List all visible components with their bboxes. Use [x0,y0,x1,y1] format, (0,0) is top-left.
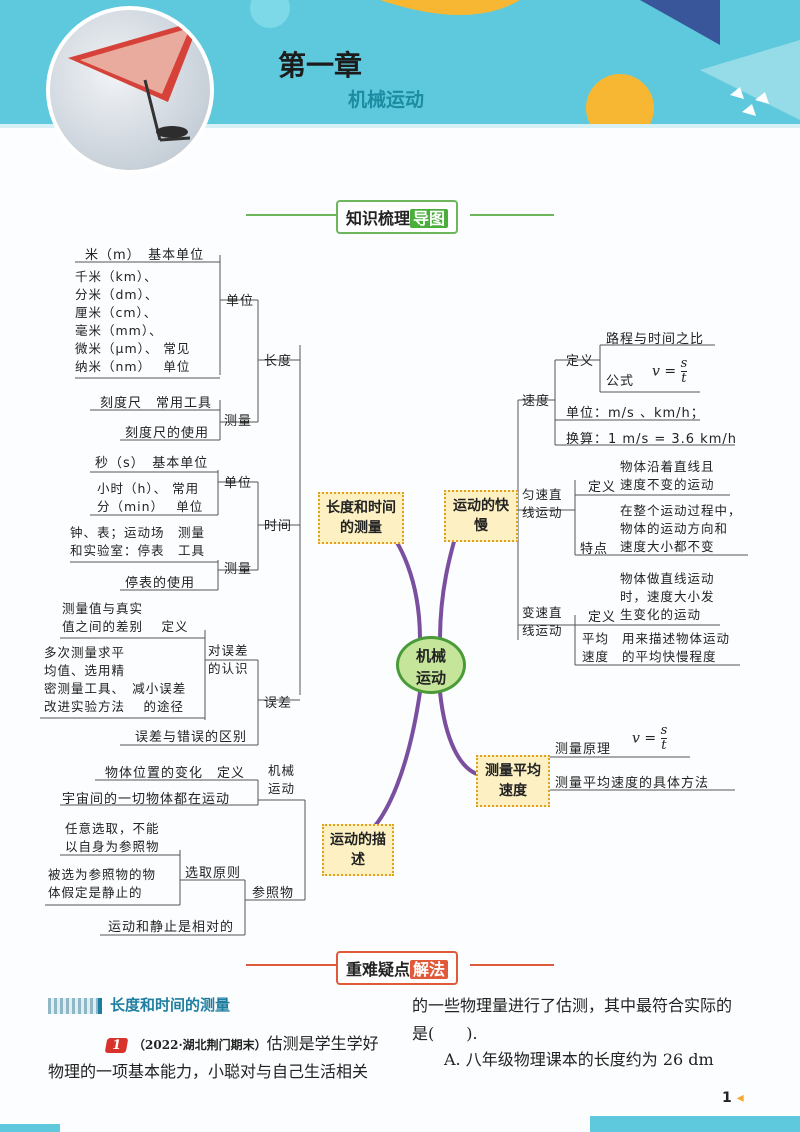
formula-s: s [681,357,688,372]
question-source: （2022·湖北荆门期末） [133,1038,267,1052]
formula-v: v [652,364,660,380]
section-title-difficulties: 重难疑点解法 [336,951,458,985]
label-error: 误差 [264,692,292,711]
error-definition: 测量值与真实 值之间的差别 定义 [62,600,188,636]
measure-principle: 测量原理 [555,738,611,757]
formula-t: t [681,372,688,386]
motion-universal: 宇宙间的一切物体都在运动 [62,788,230,807]
reference-static: 被选为参照物的物 体假定是静止的 [48,866,156,902]
label-mechanical-motion: 机械 运动 [268,762,295,798]
question-1-option-a: A. 八年级物理课本的长度约为 26 dm [444,1046,714,1070]
label-time-measure: 测量 [224,558,252,577]
length-usage: 刻度尺的使用 [125,422,209,441]
error-diff: 误差与错误的区别 [135,726,247,745]
error-reduce: 多次测量求平 均值、选用精 密测量工具、 减小误差 改进实验方法 的途径 [44,644,186,716]
time-tools: 钟、表；运动场 测量 和实验室：停表 工具 [70,524,205,560]
question-1-line1: 1（2022·湖北荆门期末）估测是学生学好 [106,1030,379,1054]
question-number: 1 [105,1038,129,1053]
question-1-line4: 是( ). [412,1020,478,1044]
label-speed: 速度 [522,390,550,409]
speed-convert: 换算：1 m/s = 3.6 km/h [566,428,737,447]
variable-def-label: 定义 [588,606,616,625]
node-measure-speed: 测量平均速度 [476,755,550,807]
uniform-feature-label: 特点 [580,538,608,557]
length-common-units: 千米（km）、 分米（dm）、 厘米（cm）、 毫米（mm）、 微米（μm）、 … [75,268,190,376]
speed-formula-label: 公式 [606,370,634,389]
reference-selection: 选取原则 [185,862,241,881]
label-time-unit: 单位 [224,472,252,491]
label-time: 时间 [264,515,292,534]
footer-bar [590,1116,800,1132]
question-1-line3: 的一些物理量进行了估测，其中最符合实际的 [412,992,732,1016]
label-length-unit: 单位 [226,290,254,309]
section2-rule-right [470,964,554,966]
speed-def-text: 路程与时间之比 [606,328,704,347]
label-length-measure: 测量 [224,410,252,429]
uniform-def-label: 定义 [588,476,616,495]
length-base-unit: 米（m） 基本单位 [85,244,204,263]
footer-bar-left [0,1124,60,1132]
question-1-line2: 物理的一项基本能力，小聪对与自己生活相关 [48,1058,368,1082]
measure-method: 测量平均速度的具体方法 [555,772,709,791]
uniform-def-text: 物体沿着直线且 速度不变的运动 [620,458,715,494]
node-speed: 运动的快慢 [444,490,518,542]
subsection-heading: 长度和时间的测量 [48,994,230,1015]
label-variable-motion: 变速直 线运动 [522,604,563,640]
mindmap-center-node: 机械运动 [396,636,466,694]
motion-relative: 运动和静止是相对的 [108,916,234,935]
label-reference: 参照物 [252,882,294,901]
page-number: 1 ◂ [722,1090,744,1106]
reference-arbitrary: 任意选取，不能 以自身为参照物 [65,820,160,856]
motion-definition: 物体位置的变化 定义 [105,762,245,781]
time-base-unit: 秒（s） 基本单位 [95,452,208,471]
label-uniform-motion: 匀速直 线运动 [522,486,563,522]
node-motion-description: 运动的描述 [322,824,394,876]
variable-avg-label: 平均 速度 [582,630,609,666]
length-tool: 刻度尺 常用工具 [100,392,212,411]
node-length-time: 长度和时间的测量 [318,492,404,544]
uniform-feature-text: 在整个运动过程中， 物体的运动方向和 速度大小都不变 [620,502,742,556]
time-usage: 停表的使用 [125,572,195,591]
variable-avg-text: 用来描述物体运动 的平均快慢程度 [622,630,730,666]
heading-bar-icon [48,998,102,1014]
speed-def-label: 定义 [566,350,594,369]
speed-unit: 单位：m/s 、km/h； [566,402,705,421]
variable-def-text: 物体做直线运动 时，速度大小发 生变化的运动 [620,570,715,624]
error-cognition: 对误差 的认识 [208,642,249,678]
label-length: 长度 [264,350,292,369]
time-common-units: 小时（h）、 常用 分（min） 单位 [97,480,203,516]
section2-rule-left [246,964,336,966]
